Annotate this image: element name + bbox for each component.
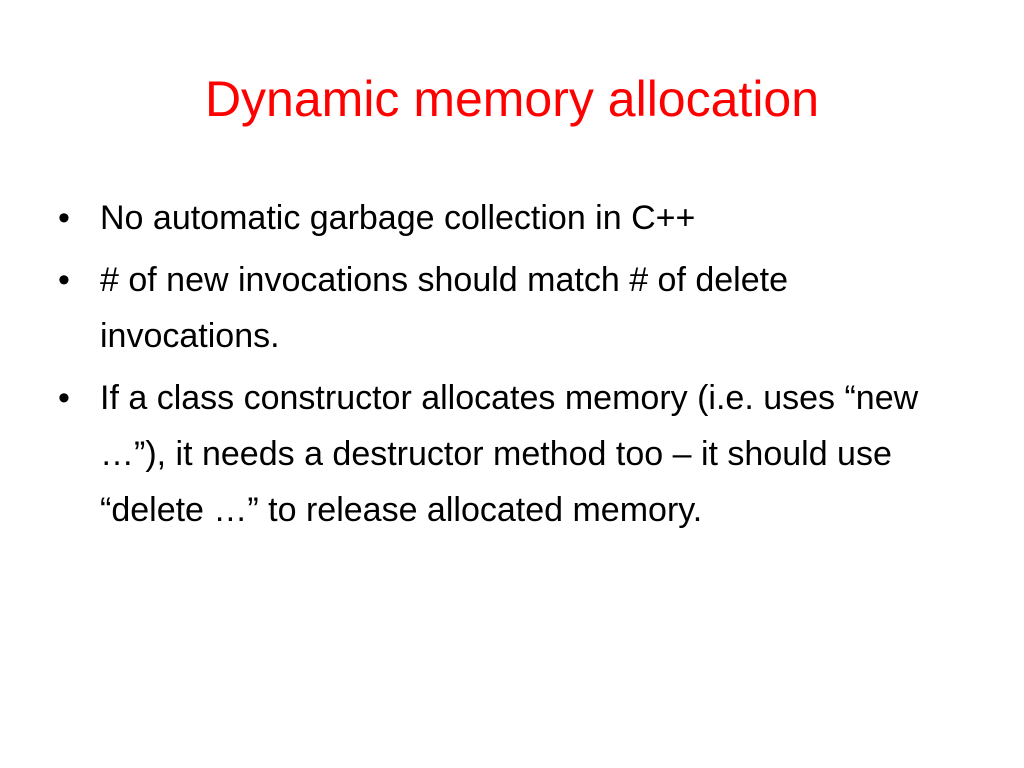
bullet-marker: • (58, 379, 70, 417)
bullet-text: If a class constructor allocates memory … (100, 379, 919, 529)
bullet-list: • No automatic garbage collection in C++… (58, 190, 968, 544)
bullet-marker: • (58, 261, 70, 299)
bullet-marker: • (58, 199, 70, 237)
bullet-item: • If a class constructor allocates memor… (58, 370, 968, 538)
bullet-text: # of new invocations should match # of d… (100, 261, 788, 355)
slide-title: Dynamic memory allocation (204, 71, 820, 127)
bullet-item: • # of new invocations should match # of… (58, 252, 968, 364)
bullet-item: • No automatic garbage collection in C++ (58, 190, 968, 246)
bullet-text: No automatic garbage collection in C++ (100, 199, 696, 237)
